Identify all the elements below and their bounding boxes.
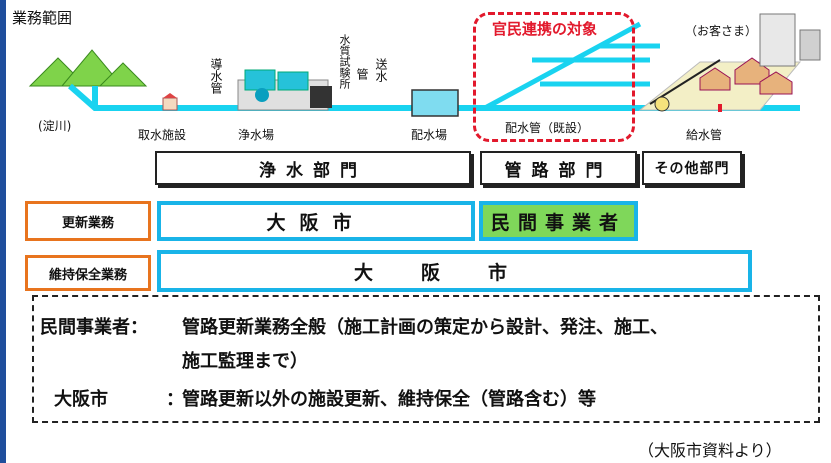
note-line1-text: 管路更新業務全般（施工計画の策定から設計、発注、施工、 bbox=[182, 317, 668, 338]
cell-osaka-renewal: 大阪市 bbox=[157, 201, 475, 241]
water-system-illustration bbox=[28, 13, 821, 117]
scope-title: 業務範囲 bbox=[12, 9, 73, 27]
header-pipeline: 管路部門 bbox=[480, 151, 637, 185]
note-line3-sep: ： bbox=[166, 389, 184, 410]
row-label-maintenance: 維持保全業務 bbox=[25, 255, 151, 291]
note-line2-text: 施工監理まで） bbox=[182, 351, 308, 372]
customer-label: （お客さま） bbox=[685, 24, 758, 38]
customer-area-icon bbox=[638, 13, 821, 112]
conduit-label: 導水管 bbox=[209, 58, 223, 94]
left-accent-bar bbox=[0, 0, 6, 463]
row-label-renewal: 更新業務 bbox=[25, 201, 151, 241]
note-line1-label: 民間事業者： bbox=[40, 317, 148, 338]
notes-box bbox=[32, 295, 820, 423]
treatment-plant-label: 浄水場 bbox=[238, 128, 275, 142]
pt-target-outline bbox=[473, 12, 635, 142]
pipe-label: 管 bbox=[355, 68, 369, 80]
distribution-plant-label: 配水場 bbox=[411, 128, 448, 142]
river-label: (淀川) bbox=[38, 119, 72, 133]
distribution-plant-icon bbox=[411, 89, 459, 117]
intake-icon bbox=[162, 93, 178, 111]
service-pipe-label: 給水管 bbox=[686, 128, 723, 142]
pipe-network bbox=[472, 21, 660, 111]
mountain-icon bbox=[28, 49, 148, 87]
cell-osaka-maintenance: 大阪市 bbox=[157, 250, 752, 292]
header-other: その他部門 bbox=[642, 151, 742, 185]
distribution-pipe-label: 配水管（既設） bbox=[505, 121, 590, 135]
source-note: （大阪市資料より） bbox=[638, 441, 782, 460]
cell-private-operator: 民間事業者 bbox=[479, 201, 638, 241]
water-lab-label: 水質試験所 bbox=[338, 34, 351, 89]
treatment-plant-icon bbox=[237, 69, 332, 111]
note-line3-text: 管路更新以外の施設更新、維持保全（管路含む）等 bbox=[182, 389, 596, 410]
intake-label: 取水施設 bbox=[138, 128, 187, 142]
header-water-purification: 浄水部門 bbox=[155, 151, 471, 185]
transmission-label: 送水 bbox=[374, 58, 388, 82]
pt-target-label: 官民連携の対象 bbox=[492, 20, 598, 38]
note-line3-label: 大阪市 bbox=[54, 389, 108, 410]
